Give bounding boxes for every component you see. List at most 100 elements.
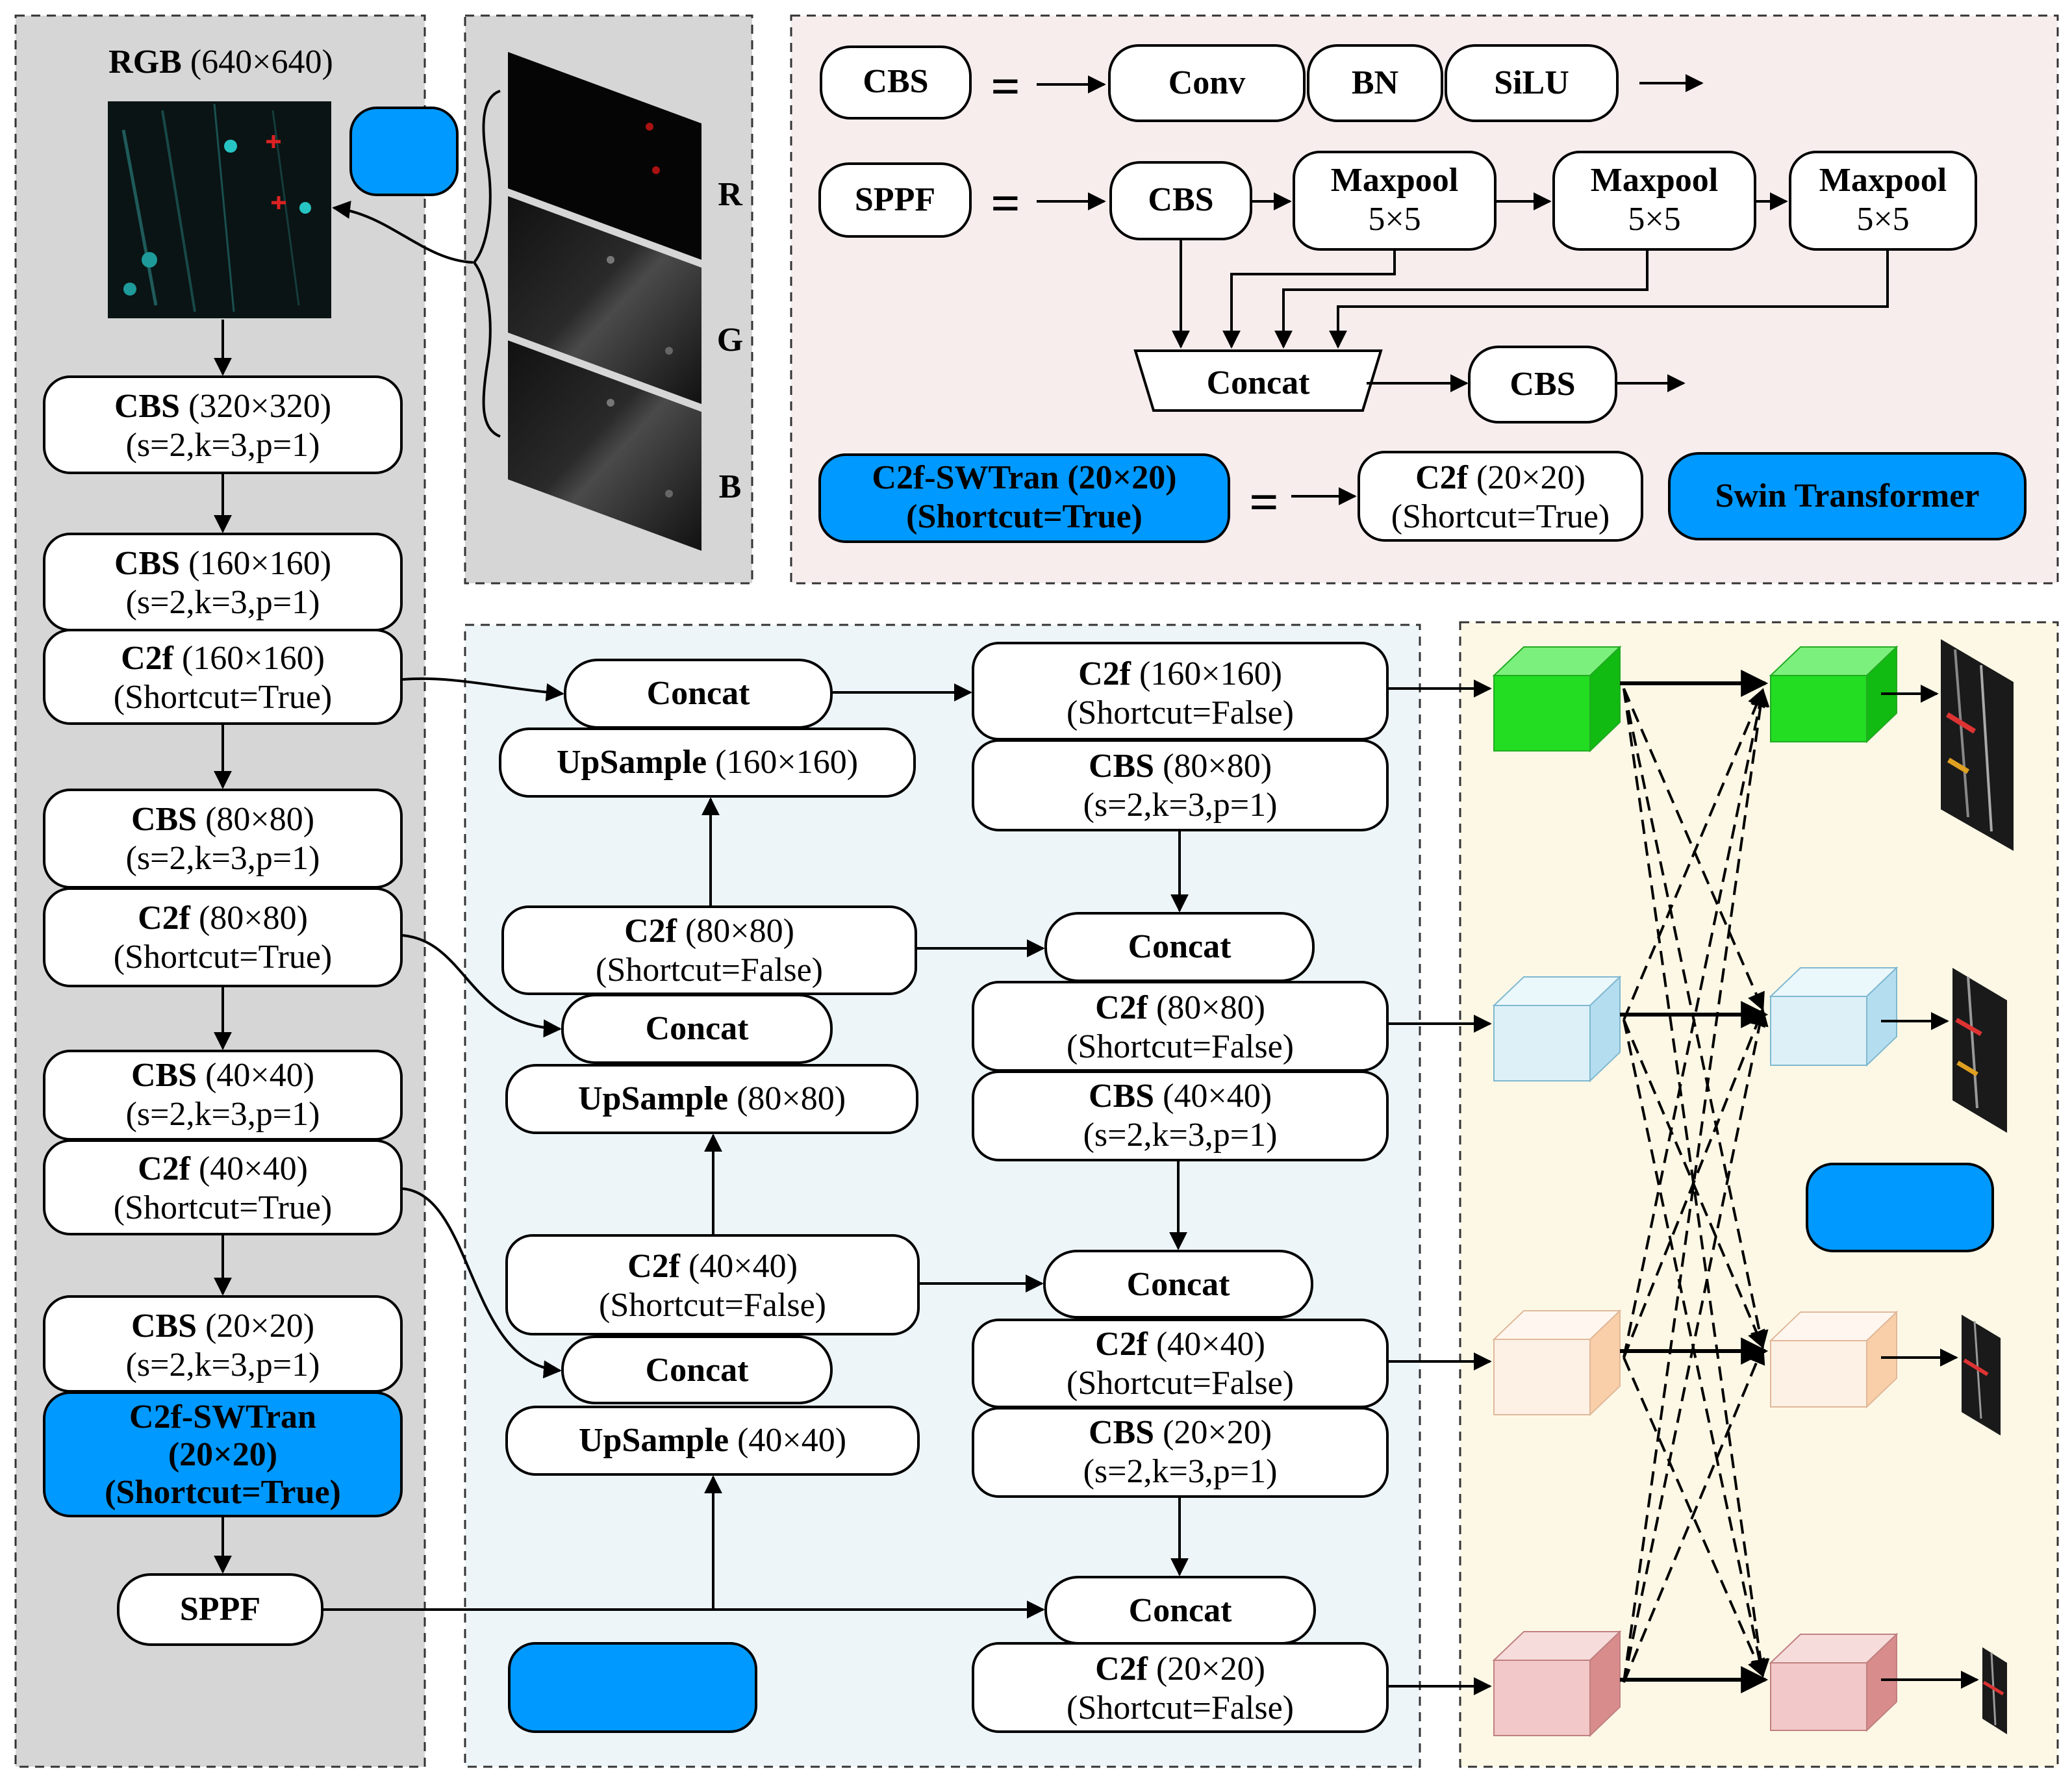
neck-upsample-40: UpSample (40×40) <box>505 1406 920 1476</box>
svg-text:=: = <box>1249 474 1279 531</box>
network-connectors <box>323 677 1492 1695</box>
channel-label-r: R <box>718 176 743 213</box>
svg-text:C2f (40×40): C2f (40×40) <box>1095 1326 1265 1363</box>
svg-text:CBS (160×160): CBS (160×160) <box>114 545 331 582</box>
svg-text:C2f (20×20): C2f (20×20) <box>1095 1650 1265 1688</box>
svg-text:(s=2,k=3,p=1): (s=2,k=3,p=1) <box>126 427 320 464</box>
fusion-blue-tag <box>1806 1163 1994 1252</box>
svg-text:CBS (80×80): CBS (80×80) <box>1089 748 1272 785</box>
svg-text:(s=2,k=3,p=1): (s=2,k=3,p=1) <box>1083 787 1278 824</box>
bb-c2f80: C2f (80×80) (Shortcut=True) <box>43 887 403 987</box>
svg-text:Concat: Concat <box>1128 928 1232 965</box>
head-c2f-40: C2f (40×40) (Shortcut=False) <box>972 1319 1389 1408</box>
legend-cbs-row: CBS = Conv BN SiLU <box>820 44 1704 122</box>
svg-text:BN: BN <box>1352 64 1398 101</box>
svg-text:Conv: Conv <box>1169 64 1245 101</box>
fusion-cube-right-160 <box>1769 645 1899 744</box>
svg-text:C2f (80×80): C2f (80×80) <box>1095 989 1265 1026</box>
svg-text:C2f (20×20): C2f (20×20) <box>1415 459 1586 496</box>
output-feature-map-40 <box>1962 1315 2001 1435</box>
svg-text:C2f (80×80): C2f (80×80) <box>138 900 308 937</box>
svg-text:(s=2,k=3,p=1): (s=2,k=3,p=1) <box>126 1347 320 1384</box>
bb-sppf: SPPF <box>117 1573 323 1646</box>
fusion-cube-right-20 <box>1769 1632 1899 1732</box>
svg-text:(Shortcut=True): (Shortcut=True) <box>105 1474 341 1511</box>
svg-text:Swin Transformer: Swin Transformer <box>1715 477 1980 514</box>
channel-label-g: G <box>717 322 743 359</box>
svg-text:=: = <box>991 175 1020 233</box>
svg-text:C2f (40×40): C2f (40×40) <box>627 1248 798 1285</box>
svg-text:(Shortcut=True): (Shortcut=True) <box>114 679 333 716</box>
neck-upsample-160: UpSample (160×160) <box>499 727 916 798</box>
bb-c2f40: C2f (40×40) (Shortcut=True) <box>43 1139 403 1235</box>
svg-text:CBS (320×320): CBS (320×320) <box>114 388 331 425</box>
svg-text:Concat: Concat <box>1127 1266 1231 1303</box>
legend-swtran-row: C2f-SWTran (20×20) (Shortcut=True) = C2f… <box>818 451 2027 543</box>
svg-text:(Shortcut=False): (Shortcut=False) <box>596 952 823 989</box>
channel-b-image <box>508 340 701 551</box>
bb-cbs80: CBS (80×80) (s=2,k=3,p=1) <box>43 789 403 889</box>
input-title: RGB (640×640) <box>108 44 333 81</box>
bb-cbs320: CBS (320×320) (s=2,k=3,p=1) <box>43 375 403 474</box>
svg-text:(Shortcut=False): (Shortcut=False) <box>1067 1365 1294 1402</box>
svg-text:Maxpool: Maxpool <box>1591 162 1718 199</box>
svg-text:(Shortcut=False): (Shortcut=False) <box>599 1287 826 1324</box>
head-concat-40: Concat <box>1043 1250 1313 1319</box>
neck-upsample-80: UpSample (80×80) <box>505 1064 918 1134</box>
svg-text:UpSample (40×40): UpSample (40×40) <box>579 1422 846 1459</box>
svg-text:C2f-SWTran: C2f-SWTran <box>129 1398 316 1435</box>
svg-text:UpSample (160×160): UpSample (160×160) <box>557 744 858 781</box>
svg-text:C2f (80×80): C2f (80×80) <box>624 913 794 950</box>
svg-text:(Shortcut=False): (Shortcut=False) <box>1067 1028 1294 1065</box>
channel-label-b: B <box>719 468 742 505</box>
svg-text:Concat: Concat <box>646 1352 750 1389</box>
svg-text:Concat: Concat <box>647 675 751 712</box>
svg-text:C2f (40×40): C2f (40×40) <box>138 1150 308 1187</box>
head-concat-80: Concat <box>1044 912 1315 982</box>
channel-to-rgb-arrow <box>332 201 474 264</box>
svg-text:5×5: 5×5 <box>1628 201 1680 238</box>
svg-text:CBS: CBS <box>863 63 928 100</box>
svg-text:(s=2,k=3,p=1): (s=2,k=3,p=1) <box>126 840 320 877</box>
svg-text:(Shortcut=False): (Shortcut=False) <box>1067 694 1294 731</box>
head-c2f-80: C2f (80×80) (Shortcut=False) <box>972 981 1389 1072</box>
svg-text:CBS (80×80): CBS (80×80) <box>131 801 314 838</box>
output-feature-map-80 <box>1952 968 2007 1133</box>
neck-blue-tag <box>508 1642 757 1733</box>
fusion-cube-right-80 <box>1769 966 1899 1067</box>
svg-text:C2f (160×160): C2f (160×160) <box>1078 655 1282 692</box>
neck-c2f-40: C2f (40×40) (Shortcut=False) <box>505 1234 920 1335</box>
svg-text:(Shortcut=True): (Shortcut=True) <box>114 939 333 976</box>
svg-text:(Shortcut=False): (Shortcut=False) <box>1067 1689 1294 1726</box>
svg-text:5×5: 5×5 <box>1856 201 1909 238</box>
bb-cbs20: CBS (20×20) (s=2,k=3,p=1) <box>43 1295 403 1393</box>
output-feature-map-160 <box>1941 639 2014 851</box>
svg-text:SPPF: SPPF <box>180 1591 260 1628</box>
channel-r-image <box>508 52 701 260</box>
svg-text:CBS (20×20): CBS (20×20) <box>131 1308 314 1345</box>
svg-text:(20×20): (20×20) <box>168 1436 277 1473</box>
svg-text:(Shortcut=True): (Shortcut=True) <box>1391 498 1610 535</box>
svg-text:(Shortcut=True): (Shortcut=True) <box>114 1189 333 1226</box>
svg-text:SPPF: SPPF <box>855 181 935 218</box>
svg-text:SiLU: SiLU <box>1494 64 1569 101</box>
fusion-cube-left-160 <box>1492 645 1622 753</box>
fusion-cube-left-80 <box>1492 975 1622 1083</box>
svg-text:Maxpool: Maxpool <box>1819 162 1947 199</box>
output-feature-map-20 <box>1982 1647 2007 1734</box>
svg-text:UpSample (80×80): UpSample (80×80) <box>578 1080 846 1117</box>
channel-g-image <box>508 196 701 404</box>
fusion-cube-right-40 <box>1769 1310 1899 1409</box>
bb-cbs40: CBS (40×40) (s=2,k=3,p=1) <box>43 1050 403 1141</box>
head-cbs-40: CBS (40×40) (s=2,k=3,p=1) <box>972 1070 1389 1161</box>
svg-text:C2f (160×160): C2f (160×160) <box>121 640 325 677</box>
fusion-cube-left-20 <box>1492 1630 1622 1738</box>
legend-sppf-row: SPPF = CBS Maxpool 5×5 Maxpool 5×5 Maxpo… <box>818 151 1977 424</box>
fusion-cube-left-40 <box>1492 1309 1622 1417</box>
head-concat-20: Concat <box>1044 1576 1316 1645</box>
channel-brace <box>472 90 501 438</box>
head-cbs-80: CBS (80×80) (s=2,k=3,p=1) <box>972 739 1389 831</box>
neck-concat-40: Concat <box>561 1335 833 1404</box>
svg-text:5×5: 5×5 <box>1368 201 1421 238</box>
head-cbs-20: CBS (20×20) (s=2,k=3,p=1) <box>972 1407 1389 1498</box>
